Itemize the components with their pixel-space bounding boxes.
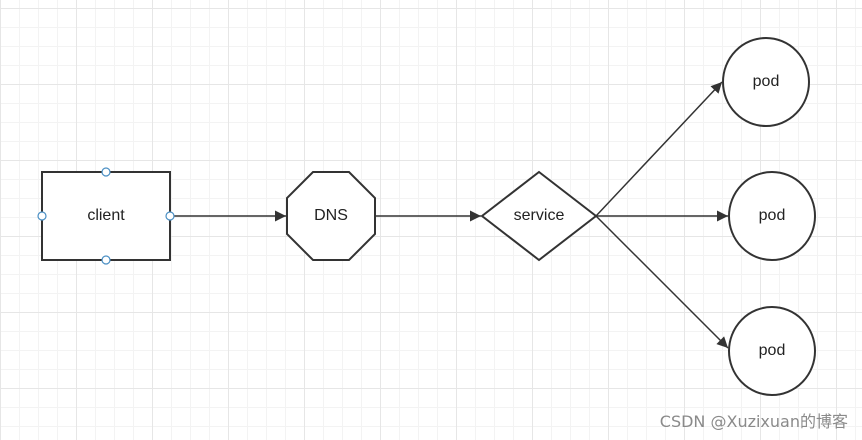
dns-label: DNS (314, 207, 348, 224)
client-label: client (87, 207, 125, 224)
watermark: CSDN @Xuzixuan的博客 (659, 412, 848, 431)
pod-node-bottom[interactable]: pod (728, 306, 816, 396)
edge-service-pod-bottom[interactable] (595, 215, 729, 349)
pod-label-middle: pod (759, 207, 786, 224)
pod-label-bottom: pod (759, 342, 786, 359)
edge-service-pod-top[interactable] (595, 81, 723, 217)
pod-node-top[interactable]: pod (722, 37, 810, 127)
service-node[interactable]: service (480, 170, 598, 262)
selection-handle-left[interactable] (37, 211, 47, 221)
selection-handle-top[interactable] (101, 167, 111, 177)
service-label: service (514, 207, 565, 224)
selection-handle-bottom[interactable] (101, 255, 111, 265)
selection-handle-right[interactable] (165, 211, 175, 221)
pod-node-middle[interactable]: pod (728, 171, 816, 261)
pod-label-top: pod (753, 73, 780, 90)
client-node[interactable]: client (37, 167, 175, 265)
dns-node[interactable]: DNS (286, 171, 376, 261)
